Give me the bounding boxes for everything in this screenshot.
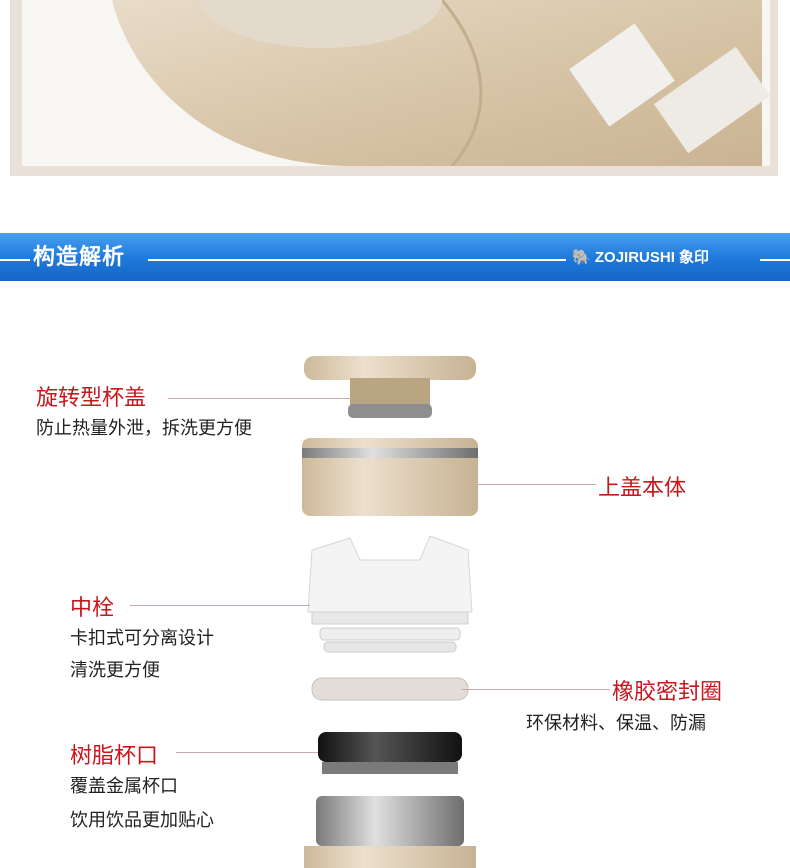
- gasket-title: 橡胶密封圈: [612, 680, 723, 705]
- upper-body-part: [302, 438, 478, 516]
- gasket-part: [311, 677, 469, 701]
- product-photo-top: [0, 0, 790, 182]
- elephant-icon: 🐘: [572, 249, 591, 266]
- stopper-title: 中栓: [70, 596, 115, 621]
- bottle-bottom-image: [22, 0, 770, 166]
- resin-rim-part: [318, 732, 462, 774]
- stopper-desc-2: 清洗更方便: [70, 660, 160, 681]
- cap-title: 旋转型杯盖: [36, 386, 147, 411]
- rotating-cap-part: [304, 356, 476, 418]
- leader-gasket: [462, 689, 610, 690]
- brand-logo: 🐘 ZOJIRUSHI 象印: [572, 246, 709, 267]
- resin-cup-desc-1: 覆盖金属杯口: [70, 776, 178, 797]
- stopper-desc-1: 卡扣式可分离设计: [70, 628, 214, 649]
- leader-upper-body: [468, 484, 596, 485]
- gasket-desc: 环保材料、保温、防漏: [526, 713, 706, 734]
- leader-cap: [168, 398, 354, 399]
- resin-cup-title: 树脂杯口: [70, 744, 159, 769]
- stopper-part: [307, 535, 473, 653]
- banner-rule-mid: [148, 259, 566, 261]
- section-title: 构造解析: [33, 244, 126, 270]
- section-banner: [0, 233, 790, 281]
- brand-name: ZOJIRUSHI: [594, 249, 675, 266]
- banner-rule-right: [760, 259, 790, 261]
- banner-rule-left: [0, 259, 30, 261]
- resin-cup-desc-2: 饮用饮品更加贴心: [70, 810, 214, 831]
- leader-stopper: [130, 605, 310, 606]
- upper-body-title: 上盖本体: [598, 476, 687, 501]
- leader-resin-cup: [176, 752, 318, 753]
- bottle-body-part: [304, 796, 476, 868]
- brand-name-cn: 象印: [679, 249, 710, 266]
- exploded-parts-illustration: [302, 356, 478, 868]
- cap-desc: 防止热量外泄，拆洗更方便: [36, 418, 252, 439]
